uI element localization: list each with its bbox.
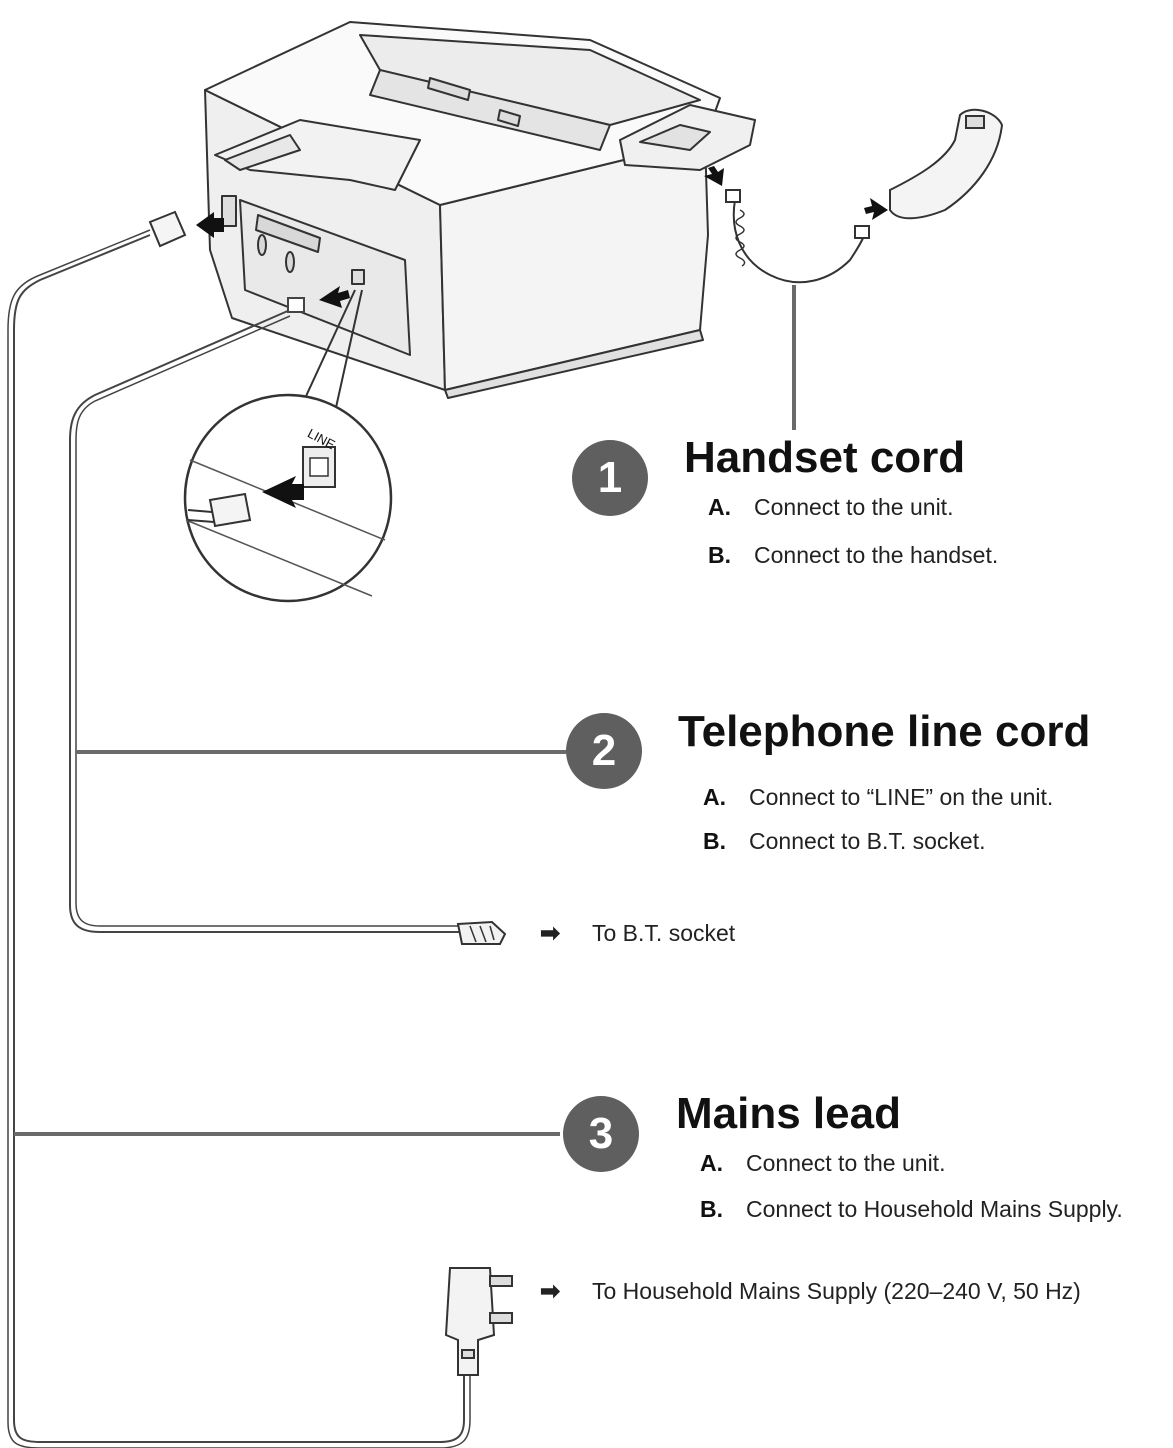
step-key: A. xyxy=(708,494,731,520)
mains-lead-cord xyxy=(7,229,471,1448)
line-port-callout: LINE xyxy=(183,289,393,603)
bt-socket-label: To B.T. socket xyxy=(592,920,736,946)
right-arrow-icon: ➡ xyxy=(540,1278,561,1305)
section-title-mains-lead: Mains lead xyxy=(676,1089,901,1138)
step-text: Connect to “LINE” on the unit. xyxy=(749,784,1054,810)
leader-lines xyxy=(14,285,796,1136)
mains-step-b: B. Connect to Household Mains Supply. xyxy=(700,1196,1123,1223)
step-text: Connect to the unit. xyxy=(746,1150,946,1176)
step-badge-3: 3 xyxy=(563,1096,639,1172)
mains-lead-unit-plug xyxy=(148,210,187,248)
step-key: B. xyxy=(708,542,731,568)
mains-supply-destination: ➡ To Household Mains Supply (220–240 V, 5… xyxy=(540,1277,1081,1306)
handset-step-b: B. Connect to the handset. xyxy=(708,542,998,569)
step-key: B. xyxy=(703,828,726,854)
line-cord-step-a: A. Connect to “LINE” on the unit. xyxy=(703,784,1053,811)
section-title-handset-cord: Handset cord xyxy=(684,433,966,482)
step-text: Connect to B.T. socket. xyxy=(749,828,986,854)
step-text: Connect to Household Mains Supply. xyxy=(746,1196,1123,1222)
bt-plug-illustration xyxy=(456,920,507,945)
mains-supply-label: To Household Mains Supply (220–240 V, 50… xyxy=(592,1278,1081,1304)
handset-cord-illustration xyxy=(725,189,870,284)
section-title-telephone-line-cord: Telephone line cord xyxy=(678,707,1091,756)
line-cord-step-b: B. Connect to B.T. socket. xyxy=(703,828,986,855)
step-text: Connect to the handset. xyxy=(754,542,999,568)
telephone-line-cord xyxy=(69,297,460,933)
step-text: Connect to the unit. xyxy=(754,494,954,520)
step-key: A. xyxy=(700,1150,723,1176)
bt-socket-destination: ➡ To B.T. socket xyxy=(540,919,735,948)
handset-step-a: A. Connect to the unit. xyxy=(708,494,953,521)
mains-plug-illustration xyxy=(444,1267,513,1376)
step-key: B. xyxy=(700,1196,723,1222)
step-badge-1: 1 xyxy=(572,440,648,516)
mains-step-a: A. Connect to the unit. xyxy=(700,1150,945,1177)
step-badge-2: 2 xyxy=(566,713,642,789)
connector-arrows xyxy=(196,166,888,308)
step-key: A. xyxy=(703,784,726,810)
right-arrow-icon: ➡ xyxy=(540,920,561,947)
handset-illustration xyxy=(889,108,1004,220)
fax-machine-illustration xyxy=(204,21,756,399)
